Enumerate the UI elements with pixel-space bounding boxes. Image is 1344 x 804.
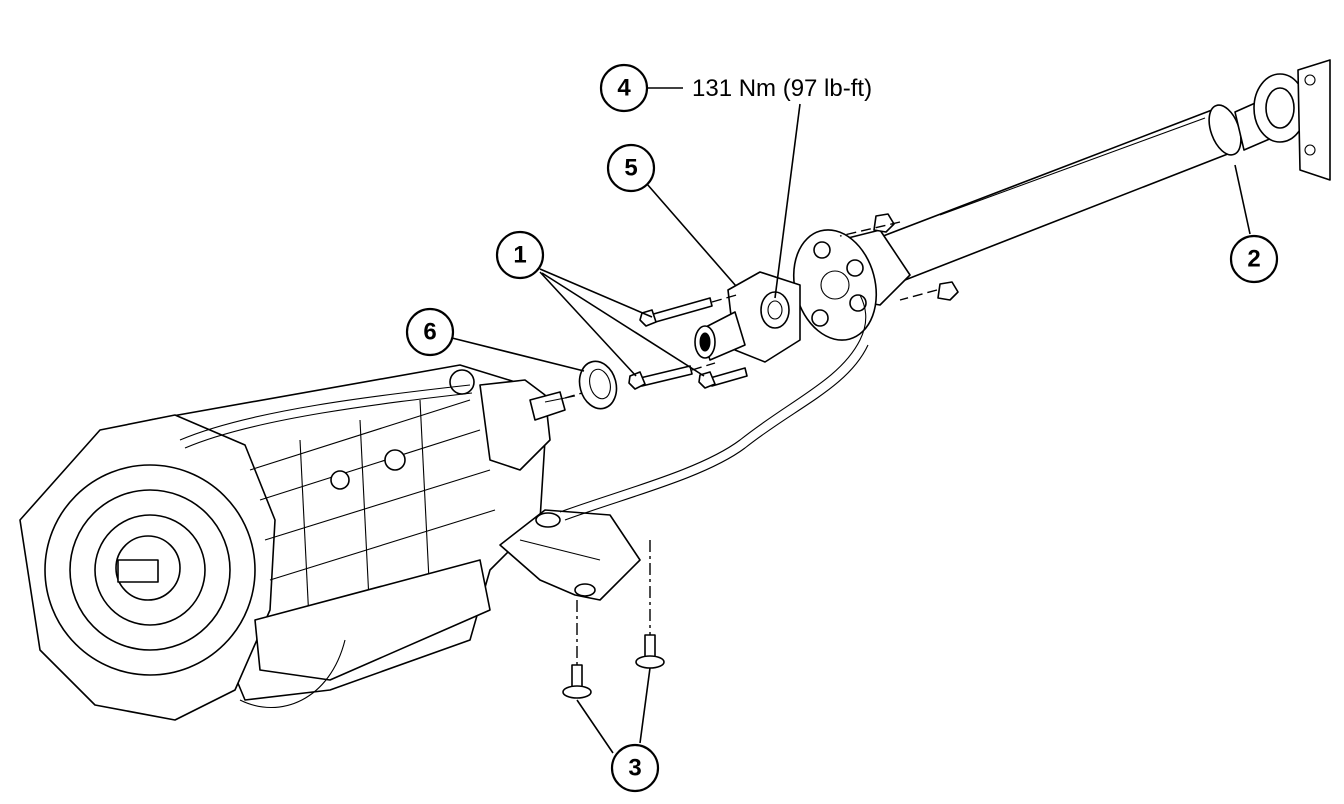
leader-lines	[451, 87, 1251, 754]
svg-text:5: 5	[624, 155, 637, 182]
svg-text:4: 4	[617, 75, 631, 102]
coupling-yoke	[694, 271, 801, 363]
leader-2	[1234, 164, 1251, 235]
cable	[559, 294, 869, 521]
mount-bolt-left	[562, 664, 592, 699]
driveshaft-tube	[877, 59, 1331, 281]
callout-6: 6	[405, 307, 455, 357]
callout-5: 5	[606, 143, 656, 193]
leader-3b	[639, 667, 651, 744]
leader-1b	[539, 271, 637, 377]
transmission-assembly	[19, 364, 576, 721]
leader-5	[646, 183, 737, 287]
leader-6	[451, 337, 585, 372]
leader-1c	[541, 272, 705, 377]
callout-1: 1	[495, 230, 545, 280]
svg-text:1: 1	[513, 242, 526, 269]
output-shaft-seal	[564, 360, 618, 410]
svg-text:6: 6	[423, 319, 436, 346]
leader-4-target	[774, 103, 801, 299]
callout-3: 3	[610, 743, 660, 793]
torque-spec-label: 131 Nm (97 lb-ft)	[692, 75, 872, 102]
leader-3a	[576, 699, 614, 754]
leader-1a	[539, 268, 653, 318]
svg-text:2: 2	[1247, 246, 1260, 273]
bolt-lower	[698, 367, 748, 389]
mount-bolts	[562, 540, 665, 699]
callout-4: 4	[599, 63, 649, 113]
mount-bolt-right	[635, 634, 665, 669]
bolt-middle	[628, 365, 693, 390]
bolt-set	[628, 293, 748, 390]
bolt-upper	[639, 297, 713, 327]
callout-2: 2	[1229, 234, 1279, 284]
svg-text:3: 3	[628, 755, 641, 782]
transmission-mount-crossmember	[499, 509, 641, 601]
